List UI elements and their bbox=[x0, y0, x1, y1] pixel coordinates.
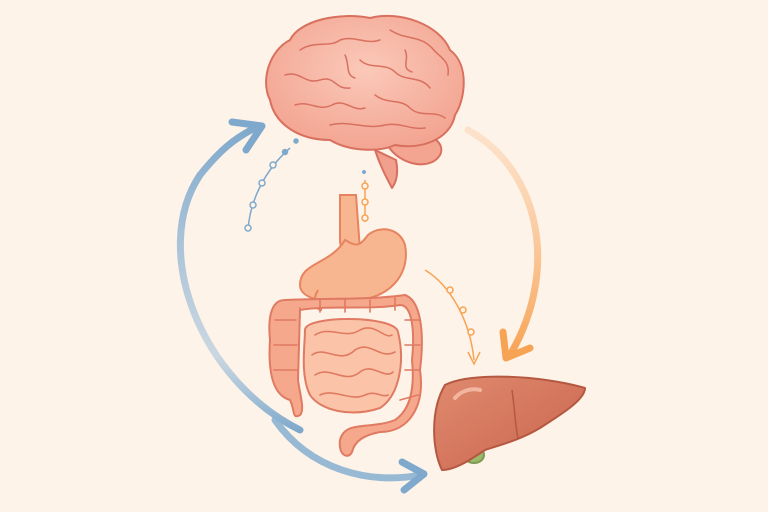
liver-icon bbox=[433, 375, 586, 471]
stomach-icon bbox=[298, 194, 407, 311]
blue-arrow-to-liver bbox=[271, 416, 428, 494]
arrowhead-icon bbox=[499, 328, 534, 362]
orange-dotted-signal-vertical bbox=[361, 170, 369, 222]
arrowhead-icon bbox=[228, 118, 266, 154]
blue-dotted-signal bbox=[244, 138, 299, 232]
orange-dotted-signal-to-liver bbox=[424, 269, 481, 366]
orange-arrow-to-liver bbox=[464, 126, 542, 362]
blue-arrow-to-brain bbox=[176, 118, 304, 434]
arrowhead-icon bbox=[398, 458, 428, 494]
intestines-icon bbox=[268, 293, 423, 457]
brain-icon bbox=[265, 14, 465, 189]
